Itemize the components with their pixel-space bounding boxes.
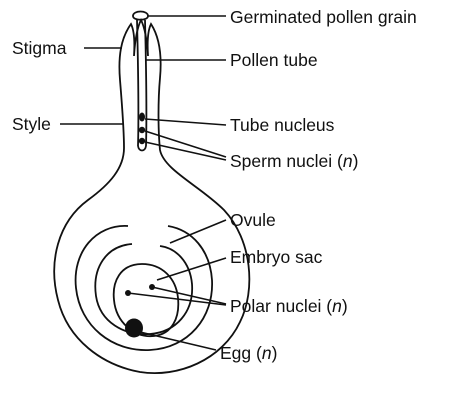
label-egg: Egg (n) [220,343,277,363]
label-polar-nuclei: Polar nuclei (n) [230,296,348,316]
pollen-tube-tip [138,146,146,151]
pollen-grain [133,12,148,20]
label-embryo-sac: Embryo sac [230,247,322,267]
tube-nucleus [139,113,145,122]
label-sperm-nuclei: Sperm nuclei (n) [230,151,358,171]
label-pollen-tube: Pollen tube [230,50,318,70]
label-polar-nuclei-text: Polar nuclei ( [230,296,332,316]
leader-polar-nucleus-2 [152,287,226,304]
leader-egg [140,332,216,350]
label-egg-text: Egg ( [220,343,262,363]
label-stigma: Stigma [12,38,66,58]
embryo-sac [114,264,179,336]
label-polar-nuclei-close: ) [342,296,348,316]
label-egg-ploidy: n [262,343,272,363]
ovule-inner [95,244,192,334]
label-sperm-nuclei-close: ) [353,151,359,171]
sperm-nucleus-2 [139,138,145,144]
label-sperm-nuclei-ploidy: n [343,151,353,171]
leader-tube-nucleus [145,119,226,125]
label-style: Style [12,114,51,134]
sperm-nucleus-1 [139,127,145,133]
pollen-tube-right [145,20,146,146]
label-germinated-pollen-grain: Germinated pollen grain [230,7,417,27]
label-ovule: Ovule [230,210,276,230]
egg-cell [125,319,143,338]
leader-ovule [170,220,226,243]
label-polar-nuclei-ploidy: n [332,296,342,316]
label-egg-close: ) [272,343,278,363]
pollen-tube-left [137,20,138,146]
label-sperm-nuclei-text: Sperm nuclei ( [230,151,343,171]
label-tube-nucleus: Tube nucleus [230,115,334,135]
pistil-outline [54,20,249,373]
